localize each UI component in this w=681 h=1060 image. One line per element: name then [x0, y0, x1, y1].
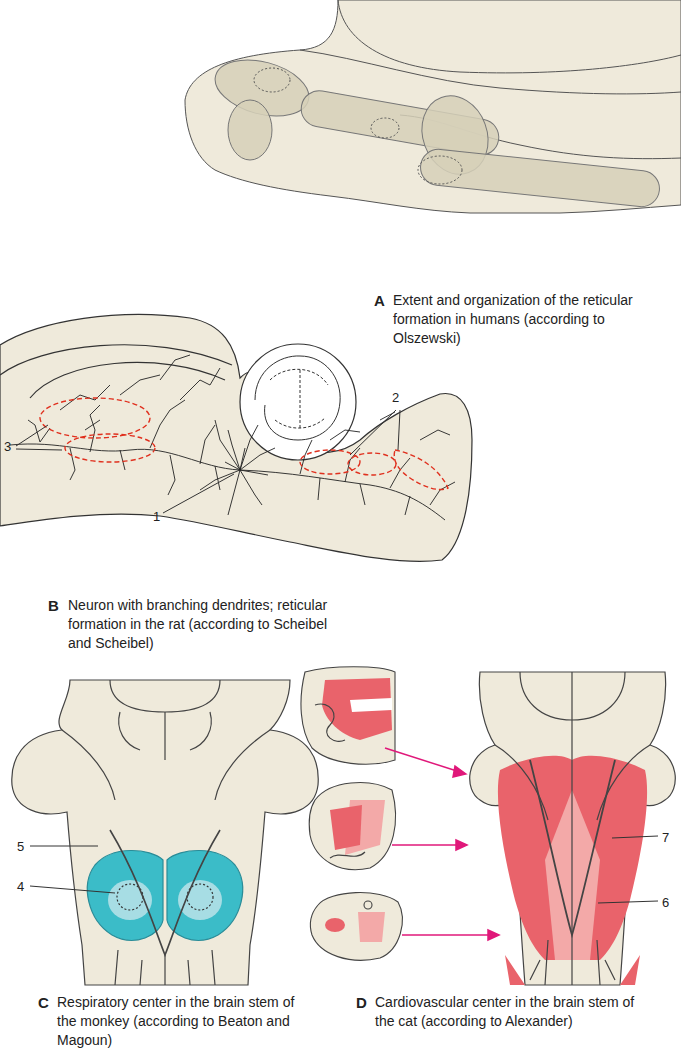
callout-number: 2 [392, 388, 399, 407]
callout-number: 6 [662, 893, 669, 912]
caption-text: Neuron with branching dendrites; reticul… [68, 596, 338, 653]
callout-number: 5 [17, 837, 24, 856]
monkey-brainstem-dorsal [12, 680, 318, 985]
caption-text: Extent and organization of the reticular… [393, 291, 663, 348]
callout-number: 7 [662, 828, 669, 847]
leader-lines [598, 836, 658, 903]
callout-number: 1 [153, 507, 160, 526]
dendrite-branches [10, 355, 455, 520]
cat-brainstem-dorsal [470, 672, 676, 985]
cat-brainstem-sections [301, 667, 499, 960]
caption-text: Respiratory center in the brain stem of … [57, 993, 307, 1050]
caption-text: Cardiovascular center in the brain stem … [375, 993, 655, 1031]
callout-number: 3 [4, 437, 11, 456]
leader-lines [30, 846, 115, 893]
panel-letter: B [48, 596, 59, 615]
leader-lines [16, 410, 400, 513]
panel-letter: A [374, 291, 385, 310]
rat-brain-sagittal [0, 314, 472, 561]
dashed-regions [40, 398, 448, 490]
human-brainstem-sagittal [185, 0, 681, 213]
panel-letter: D [356, 993, 367, 1012]
callout-number: 4 [17, 877, 24, 896]
panel-letter: C [38, 993, 49, 1012]
